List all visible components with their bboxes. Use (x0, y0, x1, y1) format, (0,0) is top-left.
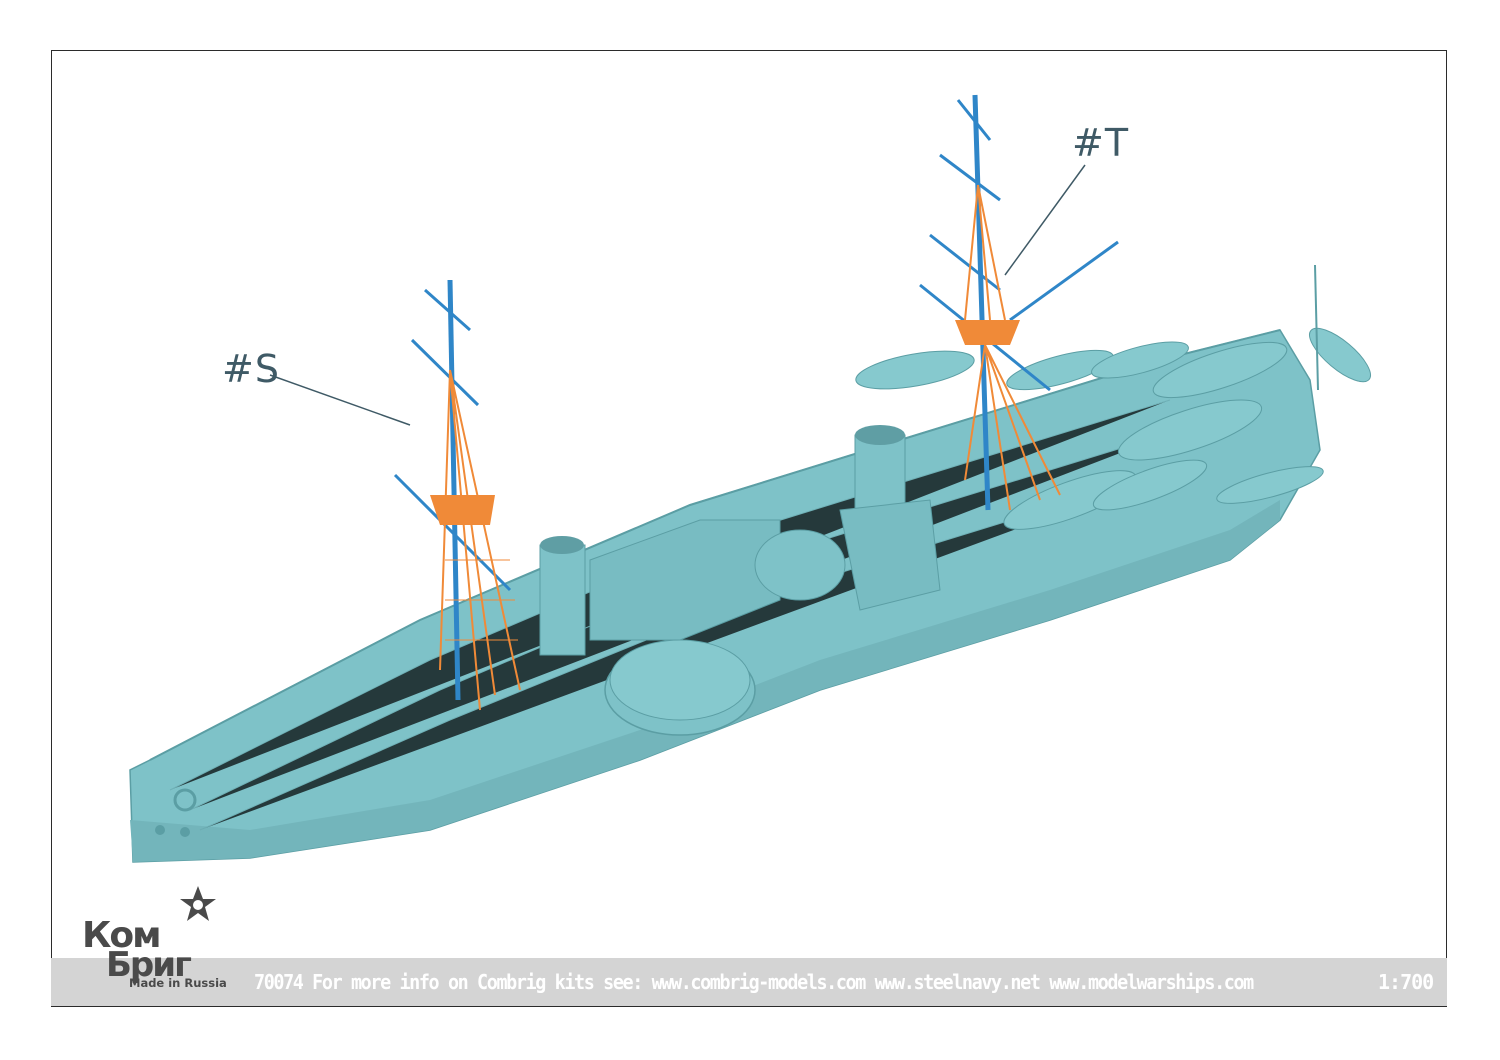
main-mast (919, 94, 1119, 511)
callout-s-leader (269, 374, 411, 426)
star-icon (180, 886, 216, 921)
callout-label-t: #T (1072, 121, 1130, 165)
logo-line-2: Бриг (106, 945, 192, 985)
combrig-logo: Ком Бриг Made in Russia (76, 884, 246, 996)
made-in-russia-tagline: Made in Russia (129, 976, 227, 990)
center-barbette (754, 529, 846, 601)
footer-info-text: 70074 For more info on Combrig kits see:… (254, 970, 1254, 994)
scale-label: 1:700 (1378, 970, 1434, 994)
callout-t-leader (1004, 164, 1086, 276)
logo-line-1: Ком (82, 915, 162, 956)
footer-band (51, 958, 1447, 1006)
callout-label-s: #S (222, 347, 280, 391)
fore-mast (393, 279, 521, 711)
fore-funnel (539, 544, 586, 656)
boat (855, 350, 975, 390)
